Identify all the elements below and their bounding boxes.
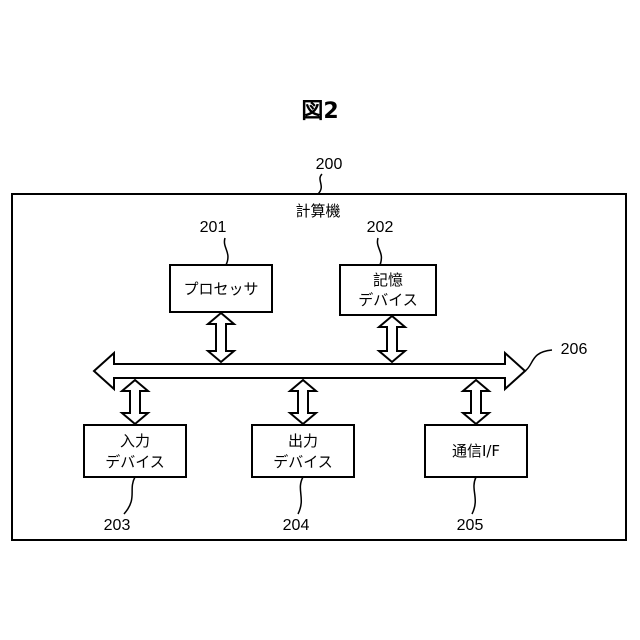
- storage-label-1: 記憶: [373, 271, 403, 289]
- bus-arrow: [94, 353, 525, 389]
- comm-ref: 205: [457, 517, 484, 534]
- processor-bus-connector: [208, 313, 234, 362]
- processor-label: プロセッサ: [183, 280, 258, 298]
- output-bus-connector: [290, 380, 316, 424]
- storage-ref: 202: [367, 219, 394, 236]
- processor-ref: 201: [200, 219, 227, 236]
- input-bus-connector: [122, 380, 148, 424]
- bus-ref: 206: [561, 341, 588, 358]
- comm-label: 通信I/F: [452, 442, 500, 460]
- input-label-1: 入力: [120, 432, 150, 450]
- comm-leader: [472, 477, 476, 514]
- output-label-1: 出力: [288, 432, 318, 450]
- input-leader: [124, 477, 135, 514]
- storage-label-2: デバイス: [358, 291, 418, 309]
- output-leader: [298, 477, 303, 514]
- computer-leader: [318, 174, 322, 194]
- computer-label: 計算機: [295, 202, 340, 220]
- computer-ref: 200: [316, 156, 343, 173]
- input-ref: 203: [104, 517, 131, 534]
- output-ref: 204: [283, 517, 310, 534]
- storage-leader: [377, 238, 381, 265]
- storage-bus-connector: [379, 316, 405, 362]
- figure-title: 図2: [301, 99, 338, 124]
- comm-bus-connector: [463, 380, 489, 424]
- bus-leader: [525, 350, 552, 371]
- input-label-2: デバイス: [105, 453, 165, 471]
- processor-leader: [224, 238, 228, 265]
- output-label-2: デバイス: [273, 453, 333, 471]
